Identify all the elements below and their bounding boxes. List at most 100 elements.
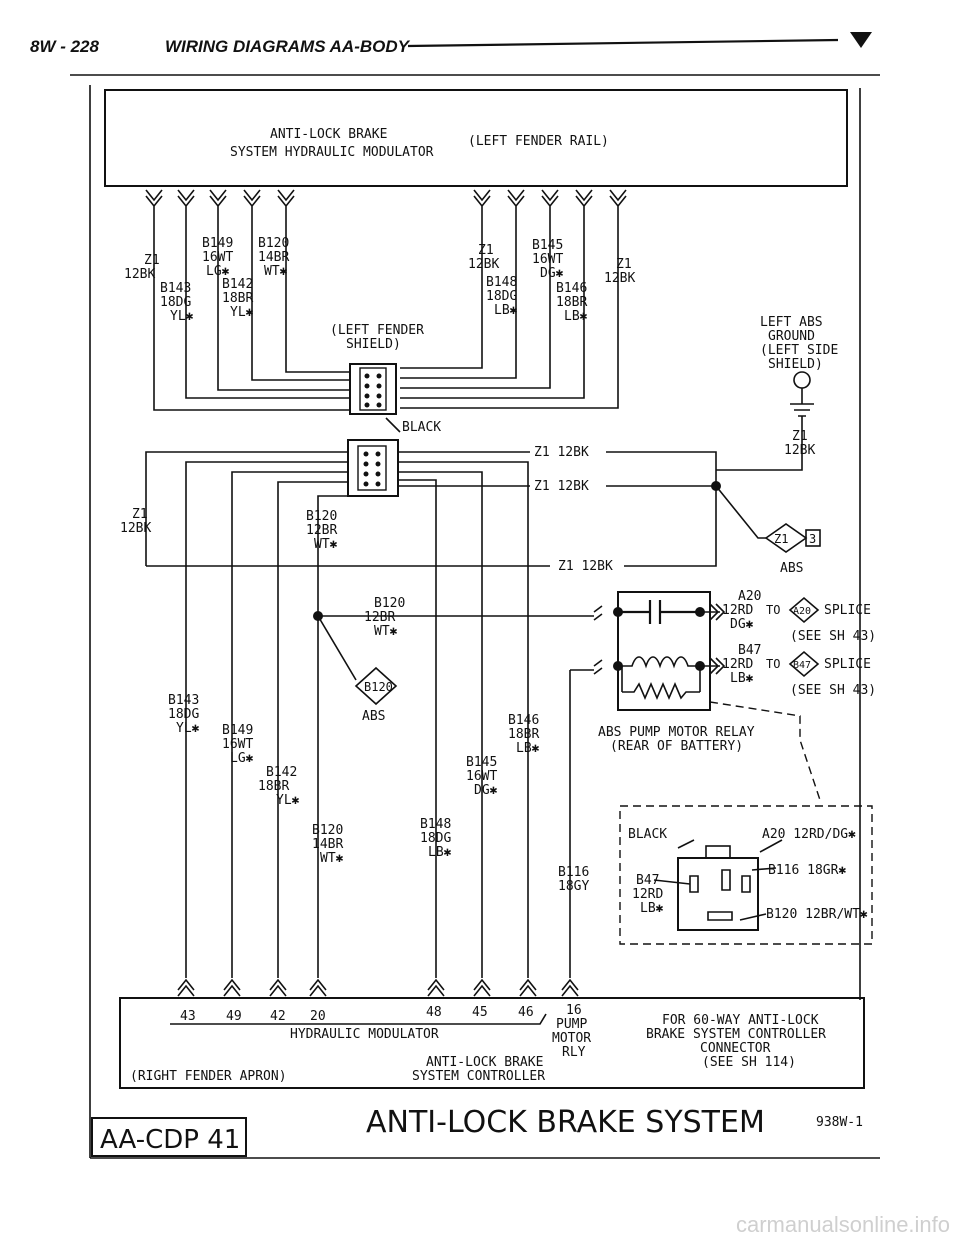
wire-b149-1: B149 [202,236,233,251]
mid-b120-3: WT✱ [314,537,338,552]
low-b143-2: 18DG [168,707,199,722]
modulator-location: (LEFT FENDER RAIL) [468,134,609,149]
low-b148-1: B148 [420,817,451,832]
wire-b120-1: B120 [258,236,289,251]
low-b149-2: 16WT [222,737,253,752]
z1-splice-code: Z1 [774,532,788,546]
controller-name-2: SYSTEM CONTROLLER [412,1069,545,1084]
controller-connector-rule [170,1013,547,1025]
modulator-name-2: SYSTEM HYDRAULIC MODULATOR [230,145,434,160]
relay-a20-1: A20 [738,589,761,604]
shield-label-1: (LEFT FENDER [330,323,424,338]
mid-b120-2: 12BR [306,523,337,538]
relay-name: ABS PUMP MOTOR RELAY [598,725,755,740]
wire-z1-mid-2: 12BK [468,257,499,272]
wire-b146-2: 18BR [556,295,587,310]
z1-run-label-1: Z1 12BK [534,445,589,460]
pin-49: 49 [226,1009,242,1024]
page-number: 8W - 228 [30,37,100,56]
z1-run-label-2: Z1 12BK [534,479,589,494]
hydraulic-modulator-label: HYDRAULIC MODULATOR [290,1027,439,1042]
wire-b148-2: 18DG [486,289,517,304]
b120-splice-symbol [354,666,398,706]
lower-wire-harness [185,461,571,978]
controller-note-1: FOR 60-WAY ANTI-LOCK [662,1013,819,1028]
left-z1-2: 12BK [120,521,151,536]
pin-16: 16 [566,1003,582,1018]
relay-connector-a20: A20 12RD/DG✱ [762,827,856,842]
relay-connector-b120: B120 12BR/WT✱ [766,907,868,922]
abs-pump-motor-relay [570,591,726,711]
low-b116-1: B116 [558,865,589,880]
relay-b47-sheet: (SEE SH 43) [790,683,876,698]
wire-z1-left-2: 12BK [124,267,155,282]
b120-splice-wire-1: B120 [374,596,405,611]
low-b142-1: B142 [266,765,297,780]
wire-b149-3: LG✱ [206,264,230,279]
left-z1-1: Z1 [132,507,148,522]
footer-title: ANTI-LOCK BRAKE SYSTEM [366,1105,765,1140]
wire-z1-right-1: Z1 [616,257,632,272]
z1-splice-symbol [764,523,821,553]
page-title: WIRING DIAGRAMS AA-BODY [165,37,411,56]
low-b116-2: 18GY [558,879,589,894]
controller-note-4: (SEE SH 114) [702,1055,796,1070]
low-b149-3: LG✱ [230,751,254,766]
b120-splice-wire-2: 12BR [364,610,395,625]
ground-label-3: (LEFT SIDE [760,343,838,358]
controller-location: (RIGHT FENDER APRON) [130,1069,287,1084]
wire-b146-3: LB✱ [564,309,588,324]
low-b149-1: B149 [222,723,253,738]
pump-label-3: RLY [562,1045,586,1060]
pin-43: 43 [180,1009,196,1024]
a20-splice-symbol [788,596,820,624]
ground-wire-2: 12BK [784,443,815,458]
low-b120-3: WT✱ [320,851,344,866]
ground-symbol-icon [716,371,814,471]
low-b145-1: B145 [466,755,497,770]
ground-label-4: SHIELD) [768,357,823,372]
ground-label-2: GROUND [768,329,815,344]
modulator-name-1: ANTI-LOCK BRAKE [270,127,387,142]
relay-b47-1: B47 [738,643,761,658]
relay-a20-splice: SPLICE [824,603,871,618]
wire-b148-3: LB✱ [494,303,518,318]
z1-splice-num: 3 [809,532,816,546]
low-b146-2: 18BR [508,727,539,742]
relay-a20-sheet: (SEE SH 43) [790,629,876,644]
controller-terminals [177,978,579,997]
controller-name-1: ANTI-LOCK BRAKE [426,1055,543,1070]
wire-b145-3: DG✱ [540,266,564,281]
relay-b47-code: B47 [793,660,811,671]
relay-a20-2: 12RD [722,603,753,618]
wire-b120-2: 14BR [258,250,289,265]
relay-b47-splice: SPLICE [824,657,871,672]
low-b143-3: YL✱ [176,721,200,736]
pin-48: 48 [426,1005,442,1020]
low-b143-1: B143 [168,693,199,708]
controller-note-2: BRAKE SYSTEM CONTROLLER [646,1027,826,1042]
shield-connector-lower [347,439,399,497]
footer-code-box [91,1117,247,1157]
wire-b145-1: B145 [532,238,563,253]
wire-b143-3: YL✱ [170,309,194,324]
modulator-terminals [145,189,627,214]
b120-splice-code: B120 [364,680,393,694]
b120-splice-leg [317,615,357,681]
down-triangle-icon [850,32,872,48]
wire-b148-1: B148 [486,275,517,290]
relay-connector-b47-2: 12RD [632,887,663,902]
b120-splice-caption: ABS [362,709,385,724]
pin-20: 20 [310,1009,326,1024]
relay-b47-3: LB✱ [730,671,754,686]
wire-b142-2: 18BR [222,291,253,306]
wire-z1-left-1: Z1 [144,253,160,268]
wire-b145-2: 16WT [532,252,563,267]
low-b145-3: DG✱ [474,783,498,798]
relay-connector-b116: B116 18GR✱ [768,863,846,878]
relay-b47-2: 12RD [722,657,753,672]
wire-b146-1: B146 [556,281,587,296]
relay-a20-code: A20 [793,606,811,617]
low-b148-2: 18DG [420,831,451,846]
